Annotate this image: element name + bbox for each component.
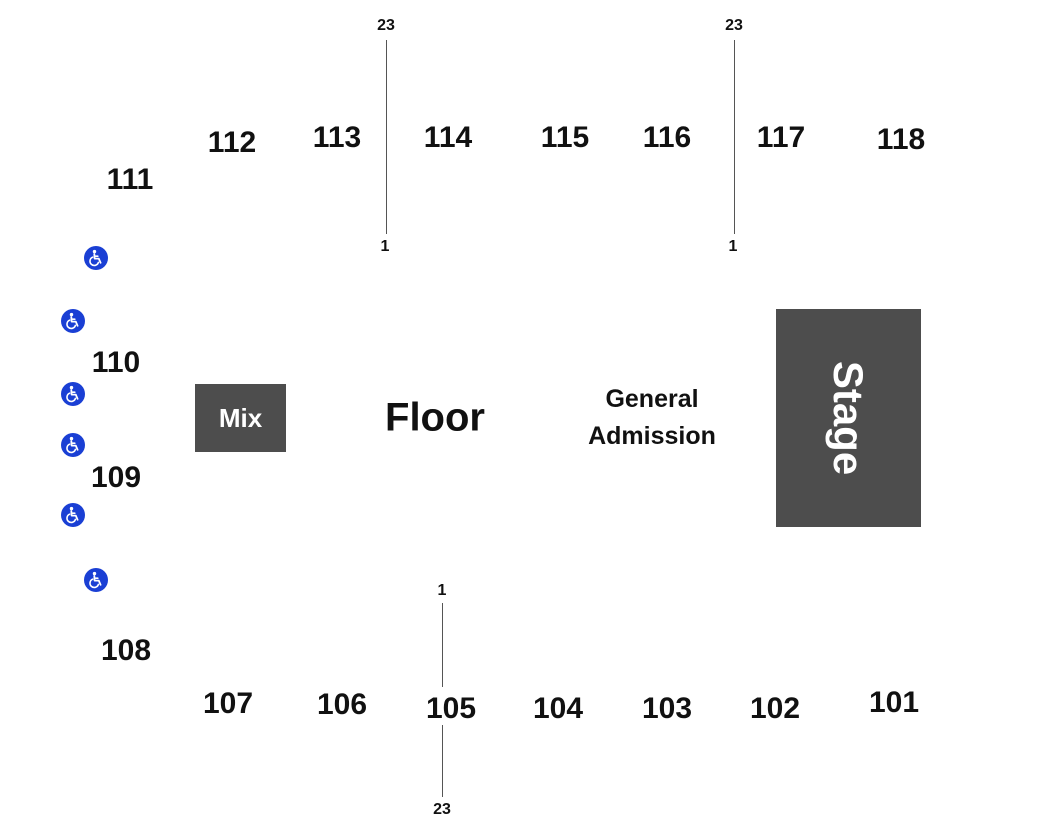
row-line-bottom-lower (442, 725, 443, 797)
row-marker-bottom-low: 1 (437, 582, 447, 599)
section-115[interactable]: 115 (540, 121, 590, 154)
row-line-top-left (386, 40, 387, 234)
general-admission-label[interactable]: General Admission (588, 381, 716, 455)
ga-line-2: Admission (588, 422, 716, 450)
stage-label: Stage (825, 360, 873, 476)
floor-label[interactable]: Floor (385, 395, 485, 440)
section-109[interactable]: 109 (90, 461, 142, 494)
row-line-bottom-upper (442, 603, 443, 687)
wheelchair-icon[interactable] (61, 309, 85, 333)
wheelchair-icon[interactable] (61, 382, 85, 406)
section-117[interactable]: 117 (756, 121, 806, 154)
section-112[interactable]: 112 (207, 126, 257, 159)
section-110[interactable]: 110 (91, 346, 141, 379)
mix-box: Mix (195, 384, 286, 452)
section-111[interactable]: 111 (106, 163, 154, 196)
section-114[interactable]: 114 (423, 121, 473, 154)
stage-box: Stage (776, 309, 921, 527)
mix-label: Mix (218, 402, 263, 433)
wheelchair-icon[interactable] (61, 433, 85, 457)
row-line-top-right (734, 40, 735, 234)
wheelchair-icon[interactable] (61, 503, 85, 527)
row-marker-top-left-high: 23 (377, 17, 395, 34)
section-104[interactable]: 104 (532, 692, 584, 725)
section-113[interactable]: 113 (312, 121, 362, 154)
row-marker-top-right-high: 23 (725, 17, 743, 34)
row-marker-top-right-low: 1 (728, 238, 738, 255)
wheelchair-icon[interactable] (84, 246, 108, 270)
wheelchair-icon[interactable] (84, 568, 108, 592)
section-105[interactable]: 105 (425, 692, 477, 725)
section-106[interactable]: 106 (316, 688, 368, 721)
section-107[interactable]: 107 (202, 687, 254, 720)
section-102[interactable]: 102 (749, 692, 801, 725)
section-118[interactable]: 118 (876, 123, 926, 156)
section-101[interactable]: 101 (868, 686, 920, 719)
ga-line-1: General (605, 385, 699, 413)
row-marker-top-left-low: 1 (380, 238, 390, 255)
row-marker-bottom-high: 23 (433, 801, 451, 818)
section-103[interactable]: 103 (641, 692, 693, 725)
section-108[interactable]: 108 (100, 634, 152, 667)
section-116[interactable]: 116 (642, 121, 692, 154)
